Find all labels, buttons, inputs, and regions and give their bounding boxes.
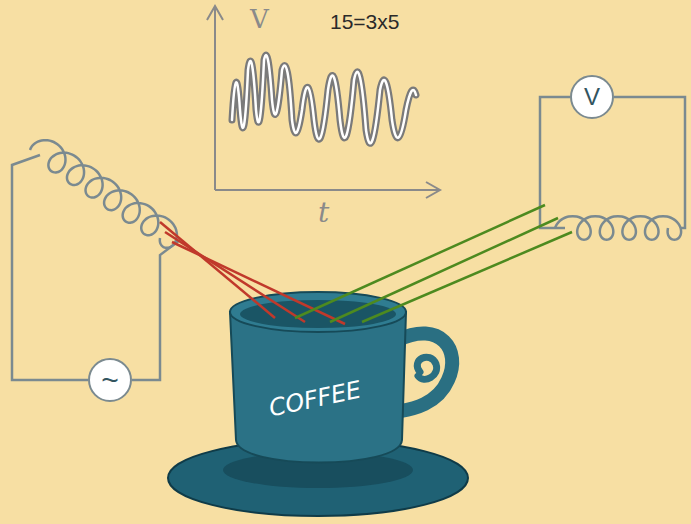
signal-trace: [232, 55, 416, 143]
voltmeter: V: [570, 75, 614, 119]
handle-spiral: [417, 357, 436, 379]
node-text: V: [584, 85, 600, 109]
signal-trace-inner: [232, 55, 416, 143]
node-text: ~: [101, 365, 119, 395]
ac-source: ~: [88, 358, 132, 402]
equation: 15=3x5: [330, 10, 399, 34]
coil: [555, 216, 681, 240]
wire: [12, 155, 180, 380]
coils: [30, 140, 681, 248]
field-lines-green: [295, 205, 572, 322]
axis-label: V: [250, 4, 269, 34]
coffee-surface: [240, 300, 396, 328]
graph-axes: [207, 6, 440, 198]
coil: [30, 140, 177, 248]
axis-label: t: [318, 196, 329, 229]
node-text: COFFEE: [267, 378, 364, 421]
cup-body: [230, 312, 406, 463]
wire: [540, 97, 685, 228]
